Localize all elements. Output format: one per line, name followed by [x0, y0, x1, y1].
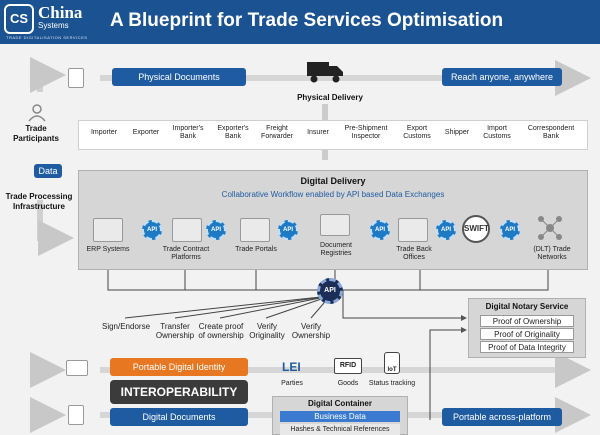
logo-sub: Systems [38, 21, 69, 30]
erp-systems-icon [93, 218, 123, 242]
trade-contract-label: Trade Contract Platforms [162, 246, 210, 261]
document-registries-label: Document Registries [320, 242, 352, 257]
physical-documents-pill: Physical Documents [112, 68, 246, 86]
dlt-trade-networks-label: (DLT) Trade Networks [533, 246, 571, 261]
action-sign-endorse: Sign/Endorse [101, 322, 151, 331]
notary-item: Proof of Originality [480, 328, 574, 340]
document-icon [68, 68, 84, 88]
notary-item: Proof of Ownership [480, 315, 574, 327]
id-card-icon [66, 360, 88, 376]
notary-item: Proof of Data Integrity [480, 341, 574, 353]
api-icon: API [206, 220, 226, 240]
digital-documents-pill: Digital Documents [110, 408, 248, 426]
data-pill: Data [34, 164, 62, 178]
page-title: A Blueprint for Trade Services Optimisat… [110, 10, 504, 31]
reach-anyone-pill: Reach anyone, anywhere [442, 68, 562, 86]
api-icon: API [436, 220, 456, 240]
digital-container-title: Digital Container [307, 399, 372, 408]
header-bar [0, 0, 600, 44]
portable-identity-pill: Portable Digital Identity [110, 358, 248, 376]
digital-notary-title: Digital Notary Service [485, 302, 569, 311]
api-icon: API [370, 220, 390, 240]
api-icon: API [142, 220, 162, 240]
participant-exporter: Exporter [132, 129, 160, 136]
digital-delivery-title: Digital Delivery [300, 176, 366, 186]
digital-document-icon [68, 405, 84, 425]
trade-back-offices-icon [398, 218, 428, 242]
hashes-bar: Hashes & Technical References [280, 424, 400, 435]
business-data-bar: Business Data [280, 411, 400, 422]
interoperability-banner: INTEROPERABILITY [110, 380, 248, 404]
central-api-icon: API [317, 278, 343, 304]
goods-label: Goods [337, 380, 359, 387]
trade-contract-icon [172, 218, 202, 242]
dlt-network-icon [536, 214, 564, 242]
logo-mark: CS [4, 4, 34, 34]
api-icon: API [278, 220, 298, 240]
participants-panel [78, 120, 588, 150]
action-verify-ownership: Verify Ownership [291, 322, 331, 340]
person-icon [26, 104, 48, 122]
swift-icon: SWIFT [462, 215, 490, 243]
iot-device-icon: IoT [384, 352, 400, 374]
logo-name: China [38, 3, 83, 22]
trade-infra-label: Trade Processing Infrastructure [5, 192, 73, 211]
api-icon: API [500, 220, 520, 240]
action-transfer-ownership: Transfer Ownership [155, 322, 195, 340]
participant-freight-forwarder: Freight Forwarder [261, 125, 293, 140]
participant-importer: Importer [90, 129, 118, 136]
logo-tagline: TRADE DIGITALISATION SERVICES [6, 35, 88, 40]
parties-label: Parties [281, 380, 303, 387]
truck-icon [305, 58, 347, 84]
participant-importers-bank: Importer's Bank [172, 125, 204, 140]
participant-shipper: Shipper [444, 129, 470, 136]
erp-systems-label: ERP Systems [86, 246, 130, 253]
participant-correspondent-bank: Correspondent Bank [527, 125, 575, 140]
document-registries-icon [320, 214, 350, 236]
digital-delivery-subtitle: Collaborative Workflow enabled by API ba… [221, 190, 445, 199]
participant-pre-shipment-inspector: Pre-Shipment Inspector [344, 125, 388, 140]
lei-icon: LEI [282, 360, 301, 374]
participant-insurer: Insurer [307, 129, 329, 136]
trade-portals-icon [240, 218, 270, 242]
trade-back-offices-label: Trade Back Offices [396, 246, 432, 261]
trade-participants-label: Trade Participants [13, 124, 59, 143]
physical-delivery-label: Physical Delivery [297, 93, 363, 102]
participant-exporters-bank: Exporter's Bank [217, 125, 249, 140]
status-tracking-label: Status tracking [368, 380, 416, 387]
trade-portals-label: Trade Portals [235, 246, 277, 253]
action-create-proof: Create proof of ownership [198, 322, 244, 340]
portable-platform-pill: Portable across-platform [442, 408, 562, 426]
participant-import-customs: Import Customs [483, 125, 511, 140]
rfid-icon: RFID [334, 358, 362, 374]
participant-export-customs: Export Customs [403, 125, 431, 140]
action-verify-originality: Verify Originality [249, 322, 285, 340]
